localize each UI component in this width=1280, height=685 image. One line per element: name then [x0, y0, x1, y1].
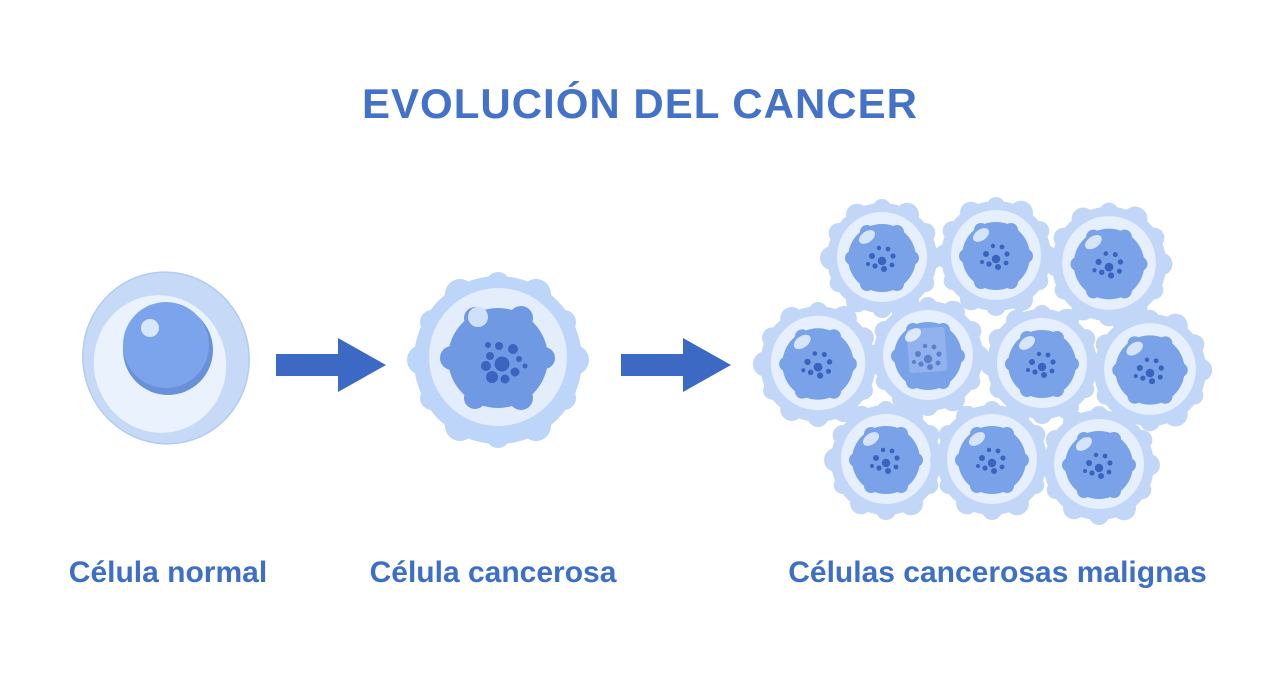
malignant-cells-illustration: [752, 197, 1213, 525]
stage-label-normal: Célula normal: [68, 556, 268, 589]
cancer-cell-illustration: [407, 272, 589, 448]
arrow-right-icon: [621, 338, 731, 392]
nucleolus-dots: [481, 342, 528, 384]
diagram-title: EVOLUCIÓN DEL CANCER: [362, 80, 918, 127]
cell-nucleus: [123, 302, 213, 395]
nucleus-highlight: [141, 319, 159, 337]
stage-label-malignas: Células cancerosas malignas: [788, 556, 1207, 589]
malignant-cell: [1044, 202, 1173, 327]
arrow-right-icon: [276, 338, 386, 392]
image-artifact-patch: [906, 326, 948, 374]
stage-label-cancerosa: Célula cancerosa: [369, 556, 617, 589]
normal-cell-illustration: [82, 271, 250, 445]
nucleus-highlight: [468, 307, 488, 327]
malignant-cell: [934, 197, 1057, 316]
